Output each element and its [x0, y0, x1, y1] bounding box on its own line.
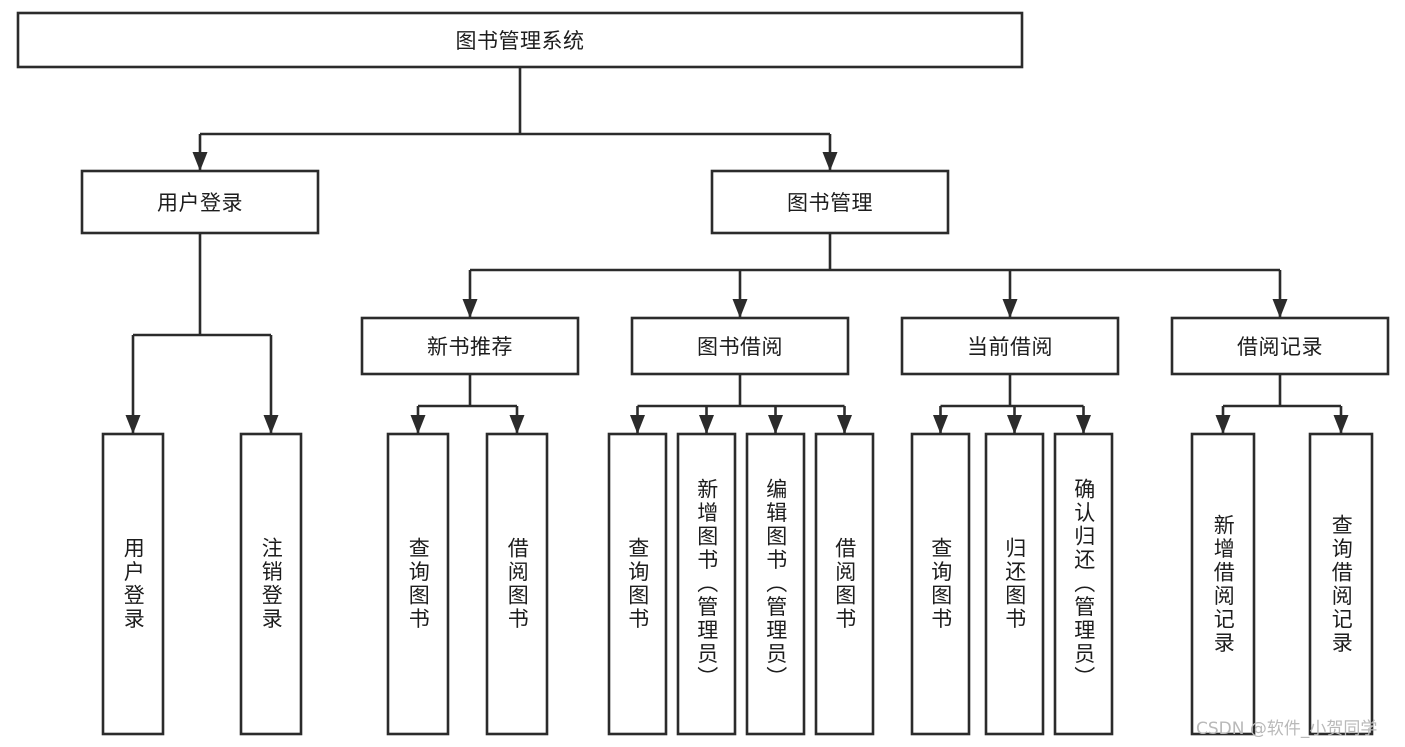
node-box-records[interactable]	[1170, 316, 1390, 376]
arrow-head-icon	[1272, 299, 1288, 318]
arrow-head-icon	[630, 415, 645, 434]
arrow-head-icon	[699, 415, 714, 434]
node-box-leaf-edit-book[interactable]	[745, 432, 806, 736]
arrow-head-icon	[1007, 415, 1022, 434]
node-box-leaf-query-book-2[interactable]	[607, 432, 668, 736]
arrow-head-icon	[462, 299, 478, 318]
node-box-newbook[interactable]	[360, 316, 580, 376]
edge-layer	[125, 67, 1349, 434]
node-box-borrow[interactable]	[630, 316, 850, 376]
arrow-head-icon	[768, 415, 783, 434]
node-box-leaf-query-book-3[interactable]	[910, 432, 971, 736]
node-box-leaf-return-book[interactable]	[984, 432, 1045, 736]
node-box-login[interactable]	[80, 169, 320, 235]
node-box-leaf-confirm-return[interactable]	[1053, 432, 1114, 736]
node-box-leaf-borrow-book-2[interactable]	[814, 432, 875, 736]
arrow-head-icon	[1002, 299, 1018, 318]
arrow-head-icon	[125, 415, 141, 434]
node-box-root[interactable]	[16, 11, 1024, 69]
node-box-leaf-query-record[interactable]	[1308, 432, 1374, 736]
node-box-leaf-add-record[interactable]	[1190, 432, 1256, 736]
node-box-leaf-add-book[interactable]	[676, 432, 737, 736]
arrow-head-icon	[732, 299, 748, 318]
node-box-leaf-borrow-book-1[interactable]	[485, 432, 549, 736]
arrow-head-icon	[192, 152, 208, 171]
arrow-head-icon	[1215, 415, 1231, 434]
node-box-leaf-user-login[interactable]	[101, 432, 165, 736]
arrow-head-icon	[410, 415, 426, 434]
arrow-head-icon	[509, 415, 525, 434]
box-layer	[16, 11, 1390, 736]
arrow-head-icon	[837, 415, 852, 434]
arrow-head-icon	[822, 152, 838, 171]
arrow-head-icon	[1333, 415, 1349, 434]
arrow-head-icon	[263, 415, 279, 434]
node-box-current[interactable]	[900, 316, 1120, 376]
arrow-head-icon	[933, 415, 948, 434]
arrow-head-icon	[1076, 415, 1091, 434]
node-box-leaf-query-book-1[interactable]	[386, 432, 450, 736]
node-box-leaf-logout[interactable]	[239, 432, 303, 736]
node-box-bookmgmt[interactable]	[710, 169, 950, 235]
